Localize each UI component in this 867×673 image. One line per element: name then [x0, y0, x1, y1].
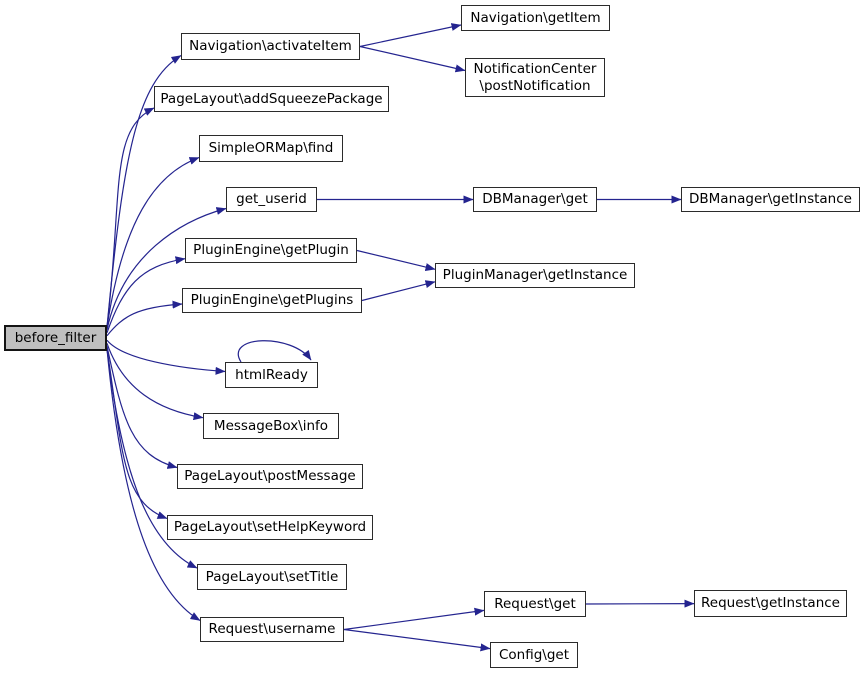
- node-config_get[interactable]: Config\get: [490, 642, 578, 668]
- node-request_username[interactable]: Request\username: [200, 617, 344, 642]
- node-request_getinstance[interactable]: Request\getInstance: [694, 590, 847, 617]
- node-htmlready[interactable]: htmlReady: [225, 362, 318, 388]
- edge-group: [106, 23, 695, 652]
- node-pagelayout_addsqueezepackage[interactable]: PageLayout\addSqueezePackage: [154, 86, 389, 112]
- node-navigation_activateitem[interactable]: Navigation\activateItem: [181, 33, 360, 60]
- edge-request_username-to-config_get: [343, 628, 491, 652]
- node-messagebox_info[interactable]: MessageBox\info: [203, 413, 339, 439]
- edge-before_filter-to-get_userid: [106, 207, 227, 330]
- edge-before_filter-to-pagelayout_settitle: [106, 348, 198, 569]
- edge-before_filter-to-pluginengine_getplugin: [106, 256, 186, 333]
- node-pagelayout_postmessage[interactable]: PageLayout\postMessage: [177, 464, 363, 489]
- node-pagelayout_sethelpkeyword[interactable]: PageLayout\setHelpKeyword: [167, 515, 373, 540]
- edge-before_filter-to-htmlready: [106, 339, 226, 375]
- node-pluginengine_getplugins[interactable]: PluginEngine\getPlugins: [182, 288, 362, 313]
- node-pluginmanager_getinstance[interactable]: PluginManager\getInstance: [435, 263, 635, 288]
- edge-htmlready-to-htmlready: [237, 340, 312, 363]
- node-simpleormap_find[interactable]: SimpleORMap\find: [199, 135, 343, 162]
- edge-before_filter-to-pluginengine_getplugins: [106, 300, 183, 337]
- node-dbmanager_get[interactable]: DBManager\get: [473, 187, 597, 212]
- edge-pluginengine_getplugin-to-pluginmanager_getinstance: [356, 249, 436, 271]
- edge-before_filter-to-request_username: [106, 348, 201, 622]
- node-pagelayout_settitle[interactable]: PageLayout\setTitle: [197, 564, 347, 590]
- edge-before_filter-to-pagelayout_addsqueezepackage: [106, 107, 155, 328]
- edge-navigation_activateitem-to-notificationcenter_postnotification: [359, 45, 466, 73]
- edge-before_filter-to-messagebox_info: [106, 343, 204, 421]
- edge-navigation_activateitem-to-navigation_getitem: [359, 23, 462, 48]
- edge-request_username-to-request_get: [343, 607, 485, 631]
- edge-pluginengine_getplugins-to-pluginmanager_getinstance: [361, 280, 436, 302]
- node-before_filter: before_filter: [4, 325, 107, 351]
- node-dbmanager_getinstance[interactable]: DBManager\getInstance: [681, 187, 860, 212]
- edge-before_filter-to-pagelayout_sethelpkeyword: [106, 348, 168, 520]
- node-get_userid[interactable]: get_userid: [226, 187, 317, 212]
- edge-before_filter-to-pagelayout_postmessage: [106, 346, 178, 469]
- node-pluginengine_getplugin[interactable]: PluginEngine\getPlugin: [185, 238, 357, 263]
- node-navigation_getitem[interactable]: Navigation\getItem: [461, 5, 610, 31]
- edge-before_filter-to-simpleormap_find: [106, 156, 200, 328]
- node-notificationcenter_postnotification[interactable]: NotificationCenter \postNotification: [465, 58, 605, 97]
- node-request_get[interactable]: Request\get: [484, 591, 586, 617]
